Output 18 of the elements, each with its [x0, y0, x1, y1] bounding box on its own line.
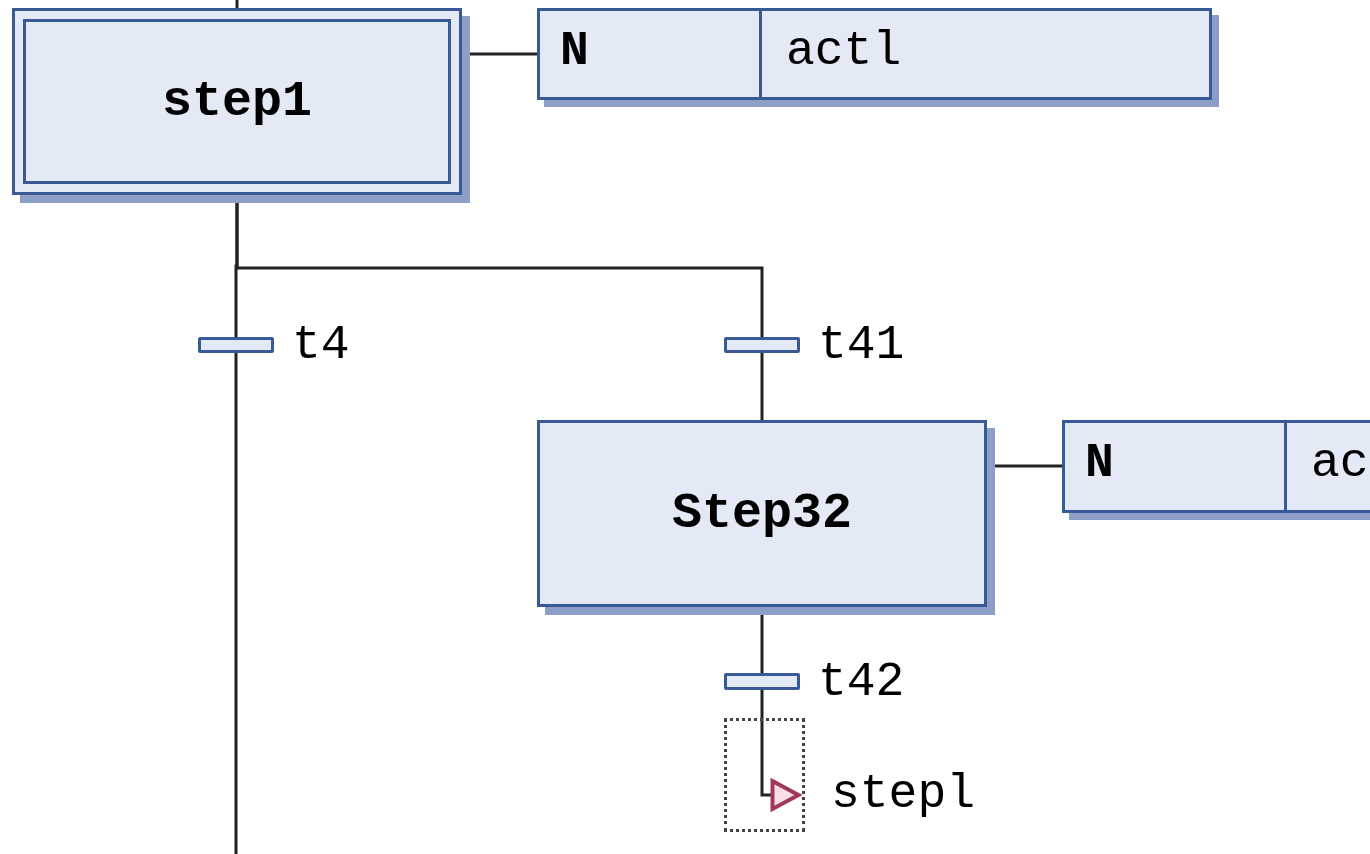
transition-bar: [724, 337, 800, 353]
transition-label: stepl: [831, 770, 976, 818]
connector-line: [760, 353, 764, 420]
action-name: ac: [1311, 439, 1369, 487]
transition-bar: [724, 673, 800, 690]
connector-line: [235, 0, 239, 8]
action-name: actl: [786, 27, 902, 75]
transition-bar: [198, 337, 274, 353]
step-name: Step32: [672, 488, 852, 539]
connector-line: [234, 353, 238, 854]
action-qualifier: N: [1085, 439, 1114, 487]
transition-label: t4: [292, 321, 350, 369]
action-qualifier: N: [560, 27, 589, 75]
connector-line: [760, 690, 801, 811]
step-name: step1: [162, 76, 312, 127]
jump-box: [724, 718, 805, 832]
transition-label: t41: [818, 321, 905, 369]
transition-label: t42: [818, 657, 905, 706]
